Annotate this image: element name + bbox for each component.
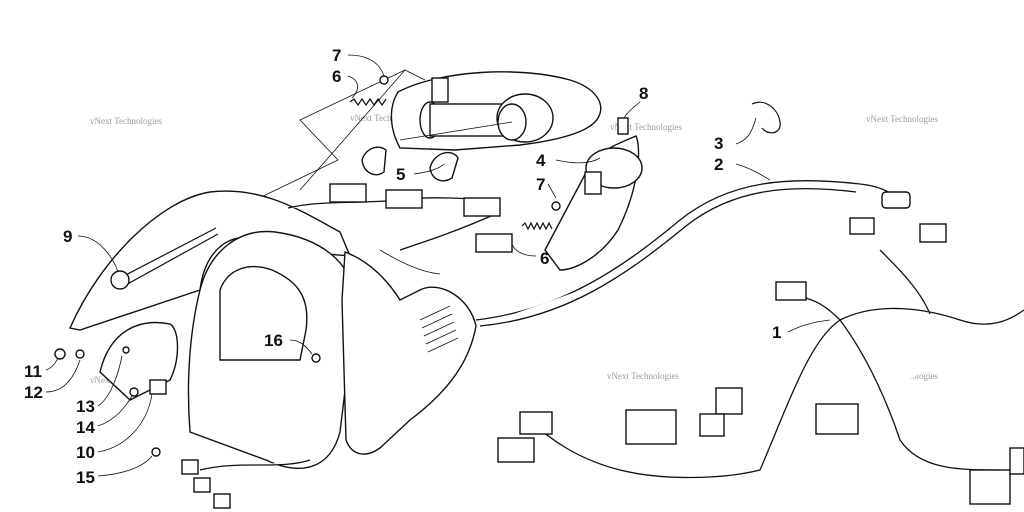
bulb-sockets [361,146,459,182]
callout-13: 13 [76,397,95,416]
callout-4: 4 [536,151,546,170]
callout-2: 2 [714,155,723,174]
watermark: vNext Technologies [350,113,422,123]
leader-lines [45,54,831,477]
wire-harness-2 [475,101,911,327]
watermark: vNext Technologies [607,371,679,381]
lower-connectors [181,459,311,509]
callout-3: 3 [714,134,723,153]
callout-8: 8 [639,84,648,103]
headlight-connectors [287,183,513,253]
mounting-bolt [110,227,219,290]
watermark: vNext Technologies [90,116,162,126]
headlight-housing [254,69,602,201]
watermark: vNext Technologies [610,122,682,132]
vent-louvers [419,305,459,353]
callout-14: 14 [76,418,95,437]
callout-6: 6 [540,249,549,268]
watermark: vNext Technologies [866,114,938,124]
callout-5: 5 [396,165,405,184]
callout-10: 10 [76,443,95,462]
callout-numbers: 7 6 8 3 2 4 5 7 6 9 1 16 11 12 13 14 10 … [24,46,781,487]
small-hardware [54,346,321,457]
callout-7: 7 [332,46,341,65]
adjuster-springs [349,75,561,231]
hood-cowl [69,190,477,469]
callout-1: 1 [772,323,781,342]
callout-11: 11 [24,362,42,381]
callout-16: 16 [264,331,283,350]
callout-9: 9 [63,227,72,246]
callout-6: 6 [332,67,341,86]
headlight-lens [544,117,643,271]
callout-7: 7 [536,175,545,194]
callout-12: 12 [24,383,43,402]
wire-harness-1 [497,217,1024,505]
callout-15: 15 [76,468,95,487]
